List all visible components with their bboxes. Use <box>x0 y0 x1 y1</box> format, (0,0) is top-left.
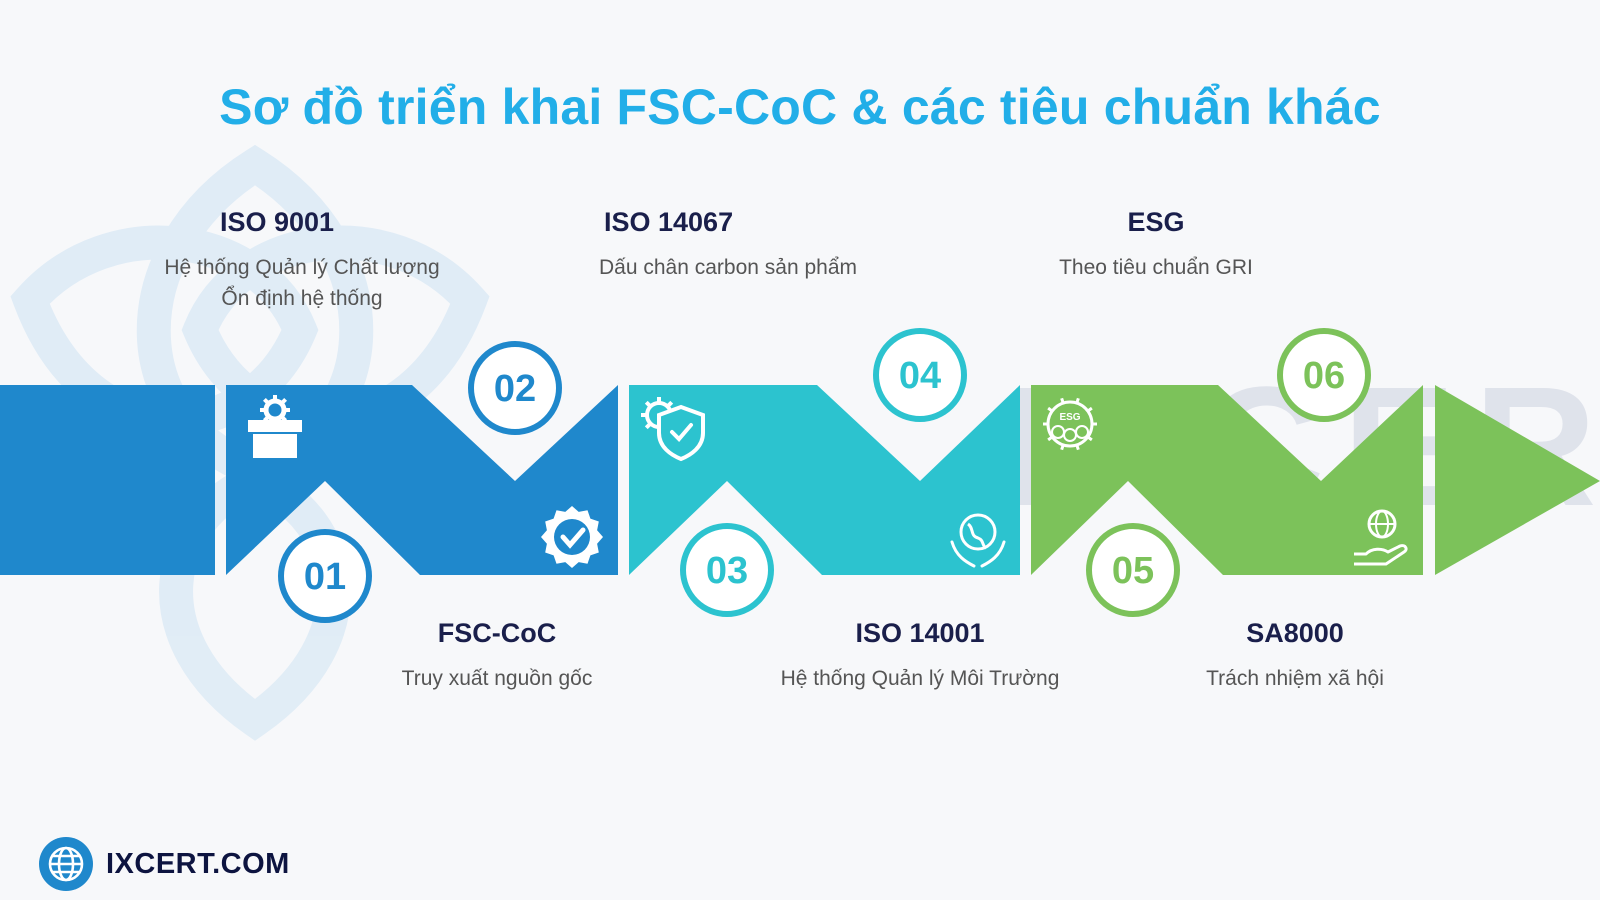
label-step-01: FSC-CoC Truy xuất nguồn gốc <box>327 618 667 694</box>
gear-shield-check-icon <box>641 397 705 462</box>
esg-gear-icon: ESG <box>1043 397 1097 451</box>
step-number: 01 <box>304 556 346 598</box>
step-circle-02: 02 <box>468 341 562 435</box>
step-circle-06: 06 <box>1277 328 1371 422</box>
step-04-name: ISO 14067 <box>604 207 734 237</box>
step-01-desc-1: Truy xuất nguồn gốc <box>401 667 593 690</box>
step-circle-04: 04 <box>873 328 967 422</box>
step-01-name: FSC-CoC <box>437 618 557 648</box>
band-start-block <box>0 385 215 575</box>
step-circle-05: 05 <box>1086 523 1180 617</box>
band-end-arrow <box>1435 385 1600 575</box>
step-05-name: SA8000 <box>1246 618 1344 648</box>
label-step-06: ESG Theo tiêu chuẩn GRI <box>986 207 1326 283</box>
step-05-desc-1: Trách nhiệm xã hội <box>1206 667 1384 690</box>
step-02-name: ISO 9001 <box>220 207 335 237</box>
step-circle-ring <box>468 341 562 435</box>
footer-brand[interactable]: IXCERT.COM <box>38 836 290 892</box>
step-number: 06 <box>1303 355 1345 397</box>
step-number: 02 <box>494 368 536 410</box>
step-circle-ring <box>873 328 967 422</box>
step-number: 05 <box>1112 550 1154 592</box>
label-step-05: SA8000 Trách nhiệm xã hội <box>1125 618 1465 694</box>
hand-people-globe-icon <box>1354 509 1408 566</box>
band-segment-2 <box>629 385 1020 575</box>
step-circle-ring <box>680 523 774 617</box>
page-title: Sơ đồ triển khai FSC-CoC & các tiêu chuẩ… <box>219 79 1381 135</box>
label-step-02: ISO 9001 Hệ thống Quản lý Chất lượng Ổn … <box>132 207 472 314</box>
step-circle-01: 01 <box>278 529 372 623</box>
step-circle-ring <box>278 529 372 623</box>
step-06-name: ESG <box>1127 207 1185 237</box>
label-step-04: ISO 14067 Dấu chân carbon sản phẩm <box>558 207 898 283</box>
step-circle-ring <box>1086 523 1180 617</box>
brand-name: IXCERT.COM <box>106 847 290 880</box>
step-number: 03 <box>706 550 748 592</box>
globe-icon <box>39 837 93 891</box>
globe-hands-icon <box>950 513 1006 568</box>
gift-box-gear-icon <box>248 395 302 458</box>
step-number: 04 <box>899 355 941 397</box>
band-segment-3 <box>1031 385 1423 575</box>
step-02-desc-2: Ổn định hệ thống <box>221 287 383 310</box>
band-segment-1 <box>226 385 618 575</box>
step-06-desc-1: Theo tiêu chuẩn GRI <box>1059 256 1253 279</box>
step-circle-ring <box>1277 328 1371 422</box>
step-02-desc-1: Hệ thống Quản lý Chất lượng <box>164 256 440 279</box>
step-circle-03: 03 <box>680 523 774 617</box>
label-step-03: ISO 14001 Hệ thống Quản lý Môi Trường <box>750 618 1090 694</box>
step-03-name: ISO 14001 <box>855 618 985 648</box>
step-04-desc-1: Dấu chân carbon sản phẩm <box>599 256 857 279</box>
step-03-desc-1: Hệ thống Quản lý Môi Trường <box>780 667 1060 690</box>
check-badge-icon <box>541 506 603 568</box>
svg-text:ESG: ESG <box>1059 412 1080 423</box>
